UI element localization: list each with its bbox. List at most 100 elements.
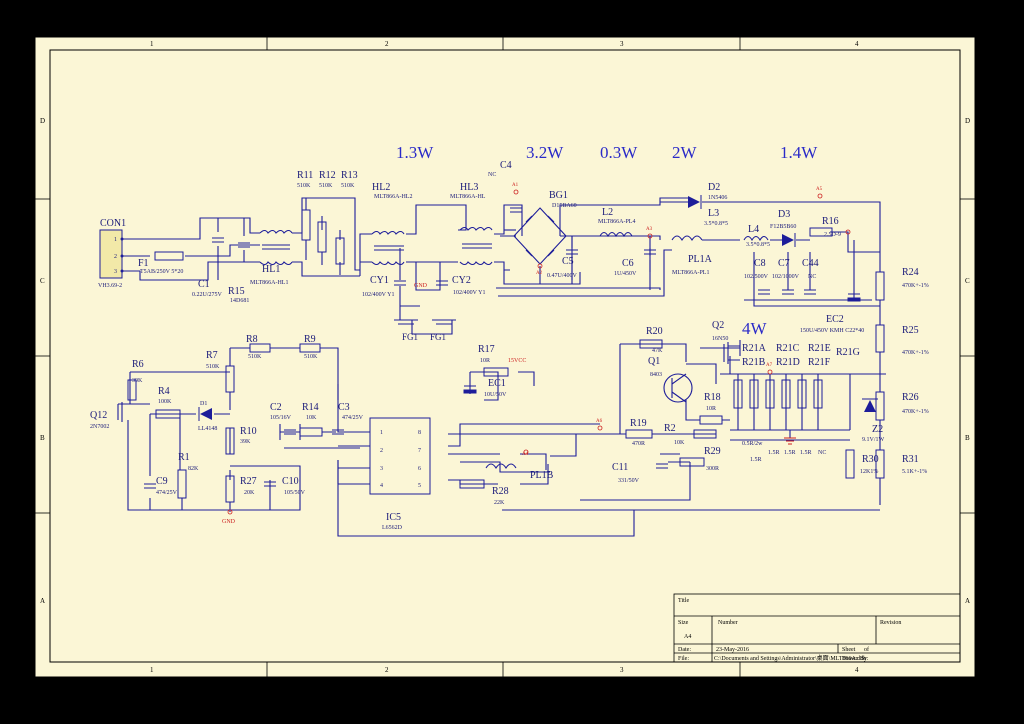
ec2-value: 150U/450V KMH C22*40 bbox=[800, 328, 864, 334]
resistor-r4 bbox=[155, 409, 181, 419]
r27-value: 20K bbox=[244, 490, 255, 496]
net-label-a6: A6 bbox=[596, 419, 603, 424]
ic5-pin: 1 bbox=[380, 430, 383, 436]
sheet-label: Sheet bbox=[842, 647, 856, 653]
r6-label: R6 bbox=[132, 359, 144, 370]
ic5-label: IC5 bbox=[386, 512, 401, 523]
title-label: Title bbox=[678, 598, 689, 604]
col-label-bottom: 4 bbox=[855, 666, 859, 674]
row-label-right: D bbox=[965, 117, 970, 125]
resistor-r28 bbox=[459, 479, 485, 489]
pl1a-label: PL1A bbox=[688, 254, 713, 265]
capacitor-c9 bbox=[144, 483, 156, 489]
inductor-l4 bbox=[743, 235, 769, 242]
c2-label: C2 bbox=[270, 402, 282, 413]
row-label-right: B bbox=[965, 434, 970, 442]
col-label-bottom: 3 bbox=[620, 666, 624, 674]
c10-label: C10 bbox=[282, 476, 299, 487]
resistor-r27 bbox=[225, 475, 235, 503]
gnd-net-label: GND bbox=[414, 283, 428, 289]
ic5-pin: 7 bbox=[418, 448, 421, 454]
q1-label: Q1 bbox=[648, 356, 660, 367]
r9-label: R9 bbox=[304, 334, 316, 345]
r8-value: 510K bbox=[248, 354, 262, 360]
resistor-r11 bbox=[301, 209, 311, 241]
gnd-net-label: GND bbox=[222, 519, 236, 525]
f1-label: F1 bbox=[138, 258, 149, 269]
inductor-pl1b bbox=[485, 463, 517, 470]
l3-label: L3 bbox=[708, 208, 719, 219]
r21f-label: R21F bbox=[808, 357, 831, 368]
c3-label: C3 bbox=[338, 402, 350, 413]
r21e-value: 1.5R bbox=[800, 450, 812, 456]
hl2-value: MLT866A-HL2 bbox=[374, 194, 412, 200]
r17-label: R17 bbox=[478, 344, 495, 355]
net-label-a1: A1 bbox=[512, 183, 519, 188]
net-label-a5: A5 bbox=[816, 187, 823, 192]
cy1-value: 102/400V Y1 bbox=[362, 292, 395, 298]
d1-label: D1 bbox=[200, 401, 207, 407]
inductor-pl1a bbox=[671, 235, 703, 242]
c9-value: 474/25V bbox=[156, 490, 178, 496]
hl2-label: HL2 bbox=[372, 182, 390, 193]
resistor-r13 bbox=[335, 237, 345, 265]
r21d-value: 1.5R bbox=[784, 450, 796, 456]
fuse-f1 bbox=[154, 251, 184, 261]
hl1-label: HL1 bbox=[262, 264, 280, 275]
diode-d3 bbox=[782, 233, 796, 247]
power-label: 4W bbox=[742, 319, 768, 338]
net-anchors bbox=[227, 189, 851, 515]
r21g-label: R21G bbox=[836, 347, 860, 358]
z2-label: Z2 bbox=[872, 424, 883, 435]
pl1b-label: PL1B bbox=[530, 470, 554, 481]
r14-value: 10K bbox=[306, 415, 317, 421]
c9-label: C9 bbox=[156, 476, 168, 487]
d2-label: D2 bbox=[708, 182, 720, 193]
c6-label: C6 bbox=[622, 258, 634, 269]
c8-value: 102/500V bbox=[744, 274, 769, 280]
resistor-r24 bbox=[875, 271, 885, 301]
q12-value: 2N7002 bbox=[90, 424, 109, 430]
capacitor-c1b bbox=[238, 242, 250, 248]
r21e-label: R21E bbox=[808, 343, 831, 354]
l2-value: MLT866A-PL4 bbox=[598, 219, 635, 225]
r7-value: 510K bbox=[206, 364, 220, 370]
inductor-l2 bbox=[599, 231, 633, 238]
r16-label: R16 bbox=[822, 216, 839, 227]
c1-value: 0.22U/275V bbox=[192, 292, 223, 298]
r8-label: R8 bbox=[246, 334, 258, 345]
ic5-pin: 2 bbox=[380, 448, 383, 454]
c5-value: 0.47U/400V bbox=[547, 273, 578, 279]
capacitor-ec1 bbox=[463, 385, 477, 394]
r19-label: R19 bbox=[630, 418, 647, 429]
r11-label: R11 bbox=[297, 170, 313, 181]
f1-value: T5AB/250V 5*20 bbox=[140, 269, 183, 275]
size-value: A4 bbox=[684, 634, 691, 640]
resistor-r16 bbox=[809, 227, 833, 237]
r31-value: 5.1K+-1% bbox=[902, 469, 927, 475]
power-label: 1.3W bbox=[396, 143, 434, 162]
c4-label: C4 bbox=[500, 160, 512, 171]
r24-value: 470K+-1% bbox=[902, 283, 929, 289]
ic5-pin: 4 bbox=[380, 483, 383, 489]
inductor-hl2 bbox=[371, 230, 405, 266]
l3-value: 3.5*0.8*5 bbox=[704, 221, 728, 227]
c44-label: C44 bbox=[802, 258, 819, 269]
fg1-label: FG1 bbox=[402, 332, 418, 342]
capacitor-cy2 bbox=[436, 280, 448, 286]
r15-value: 14D681 bbox=[230, 298, 249, 304]
power-label: 0.3W bbox=[600, 143, 638, 162]
r4-value: 100K bbox=[158, 399, 172, 405]
ic5-pin: 8 bbox=[418, 430, 421, 436]
net-label-a3: A3 bbox=[646, 227, 653, 232]
con1-pin: 2 bbox=[114, 254, 117, 260]
size-label: Size bbox=[678, 620, 689, 626]
capacitor-ec2 bbox=[847, 293, 861, 302]
r14-label: R14 bbox=[302, 402, 319, 413]
c44-value: NC bbox=[808, 274, 816, 280]
date-label: Date: bbox=[678, 647, 691, 653]
resistor-r6 bbox=[127, 379, 137, 401]
file-label: File: bbox=[678, 656, 689, 662]
con1-pin: 3 bbox=[114, 269, 117, 275]
